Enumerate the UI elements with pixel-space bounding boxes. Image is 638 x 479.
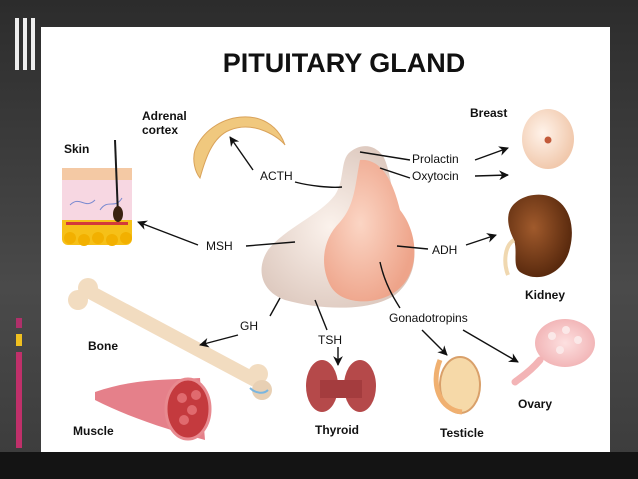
label-adrenal-line2: cortex [142,123,178,137]
skin-illustration [62,139,132,246]
bottom-bar [0,452,638,479]
anterior-lobe [324,159,415,302]
label-tsh: TSH [318,333,342,347]
pituitary-gland-illustration [261,146,415,308]
ureter [503,238,516,276]
bone-illustration [68,278,272,400]
testicle-illustration [433,356,481,415]
muscle-illustration [95,377,212,441]
label-kidney: Kidney [525,288,565,302]
label-thyroid: Thyroid [315,423,359,437]
label-prolactin: Prolactin [412,152,459,166]
breast-nipple [544,136,552,144]
diagram-slide: PITUITARY GLAND [41,27,610,452]
connector-lines [245,151,429,331]
decor-bar-left-top-2 [23,18,27,70]
kidney-illustration [508,194,572,278]
label-testicle: Testicle [440,426,484,440]
ovary-illustration [511,319,595,386]
arrow-lines [137,136,519,366]
decor-bar-left-1 [16,318,22,328]
label-breast: Breast [470,106,507,120]
adrenal-cortex-illustration [193,116,286,180]
decor-bar-left-top-3 [31,18,35,70]
label-ovary: Ovary [518,397,552,411]
label-acth: ACTH [260,169,293,183]
decor-bar-left-top-1 [15,18,19,70]
page-title: PITUITARY GLAND [223,48,466,78]
decor-bar-left-2 [16,334,22,346]
label-gh: GH [240,319,258,333]
label-gonadotropins: Gonadotropins [389,311,468,325]
label-msh: MSH [206,239,233,253]
thyroid-illustration [306,360,376,412]
label-skin: Skin [64,142,89,156]
label-bone: Bone [88,339,118,353]
label-muscle: Muscle [73,424,114,438]
pituitary-diagram: PITUITARY GLAND [62,48,595,441]
label-oxytocin: Oxytocin [412,169,459,183]
decor-bar-left-3 [16,352,22,448]
label-adh: ADH [432,243,457,257]
label-adrenal-line1: Adrenal [142,109,187,123]
